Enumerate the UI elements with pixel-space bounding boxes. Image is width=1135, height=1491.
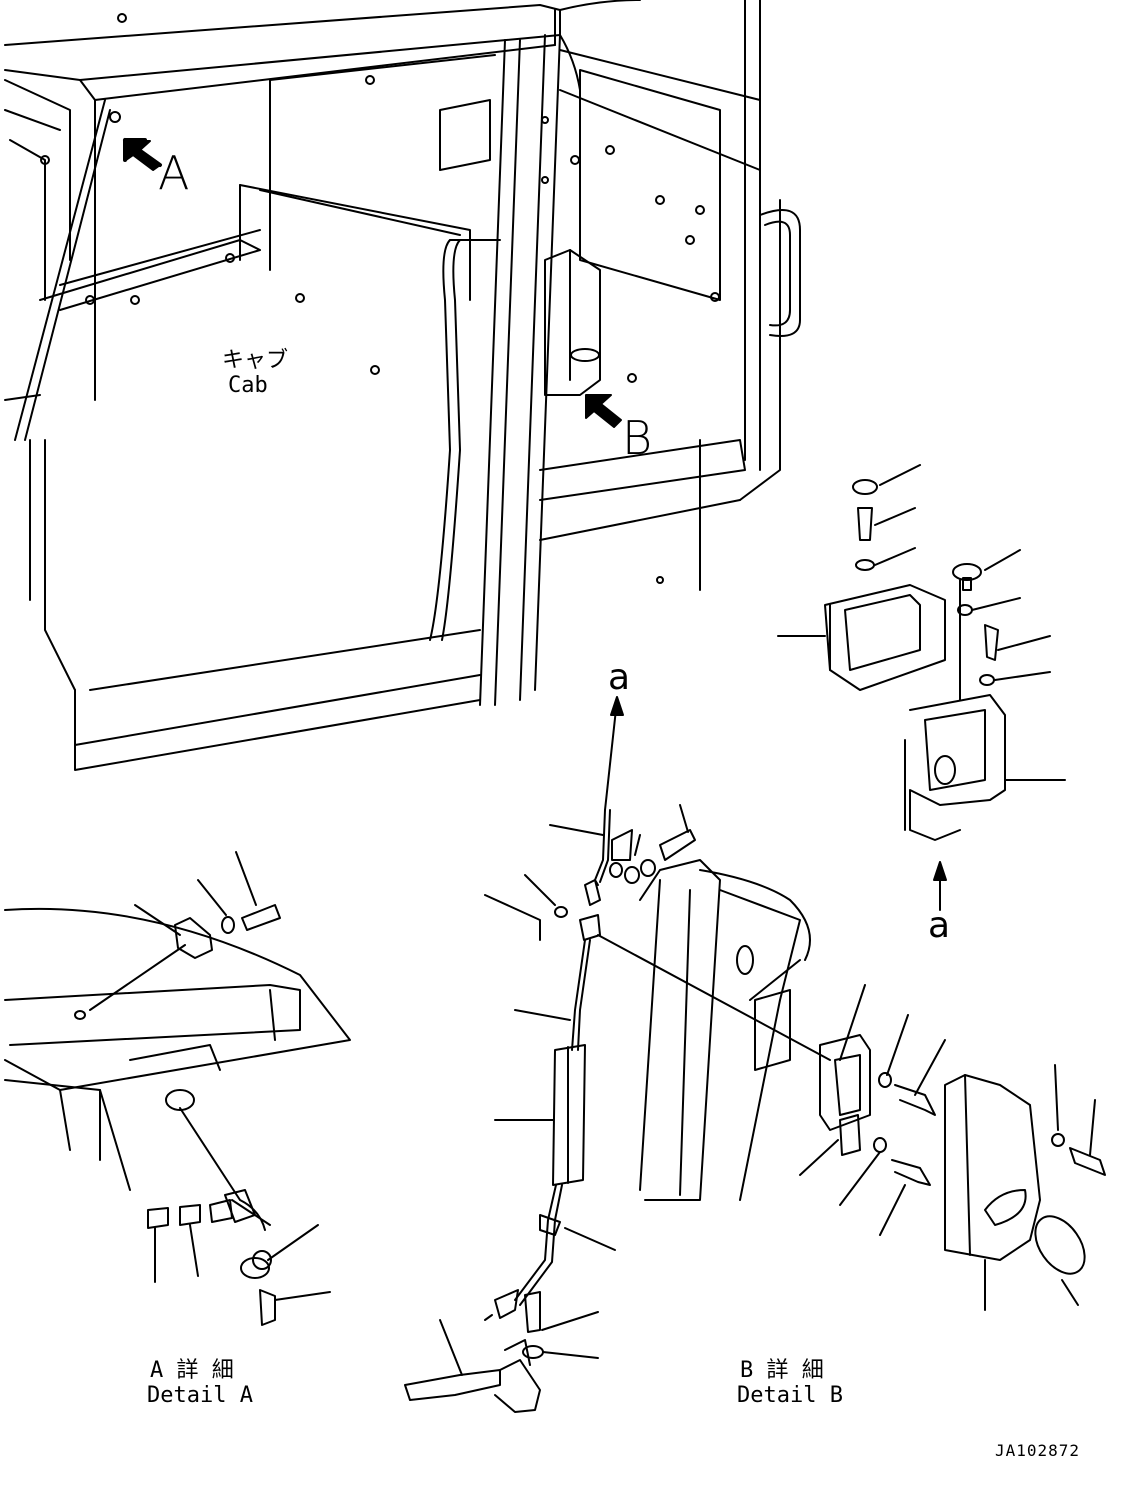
link-a-bottom-label: a	[928, 905, 951, 946]
detail-b-drawing	[639, 859, 1106, 1311]
view-a-callout: A	[158, 146, 190, 200]
cable-assembly	[404, 804, 831, 1413]
detail-b-title-jp: B 詳 細	[740, 1358, 824, 1383]
drawing-number: JA102872	[995, 1441, 1081, 1460]
cab-label-en: Cab	[228, 373, 268, 398]
view-b-callout: B	[622, 411, 653, 465]
detail-b-title-en: Detail B	[737, 1383, 843, 1408]
detail-a-title-en: Detail A	[147, 1383, 253, 1408]
cab-frame	[4, 0, 801, 771]
bracket-assembly	[604, 464, 1066, 911]
detail-a-drawing	[4, 851, 351, 1326]
cab-label-jp: キャブ	[222, 348, 289, 373]
link-a-top-label: a	[608, 657, 631, 698]
detail-a-title-jp: A 詳 細	[150, 1358, 234, 1383]
